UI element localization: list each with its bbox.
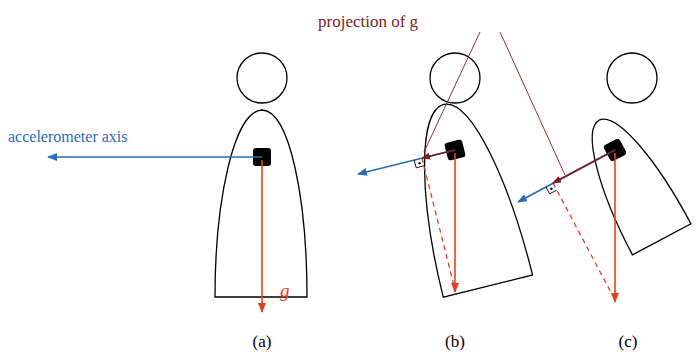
gravity-vector [261, 160, 263, 312]
panel-label: (b) [445, 332, 465, 352]
projection-vector [553, 150, 615, 183]
accelerometer-axis [358, 150, 455, 174]
accelerometer-axis [518, 150, 615, 202]
person-body [215, 110, 307, 297]
right-angle-mark [414, 160, 424, 168]
accelerometer-axis [48, 156, 262, 158]
gravity-label: g⃗ [280, 280, 304, 302]
projection-dashed-line [422, 158, 455, 290]
axis-label: accelerometer axis [8, 128, 127, 146]
right-angle-dot [418, 162, 420, 164]
person-head [237, 53, 287, 103]
tilted-body [569, 105, 691, 255]
leader-line [500, 32, 565, 175]
projection-dashed-line [553, 183, 615, 300]
projection-label: projection of g⃗ [318, 12, 431, 32]
person-head [607, 53, 657, 103]
person-body [569, 105, 691, 255]
gravity-vector [454, 153, 456, 292]
projection-vector [422, 150, 455, 158]
gravity-vector [614, 153, 616, 302]
tilted-body [398, 94, 533, 298]
person-body [398, 94, 533, 298]
right-angle-dot [550, 188, 552, 190]
leader-line [424, 32, 480, 152]
panel-label: (c) [619, 332, 638, 352]
right-angle-mark [546, 187, 557, 194]
panel-label: (a) [253, 332, 272, 352]
person-head [430, 53, 480, 103]
